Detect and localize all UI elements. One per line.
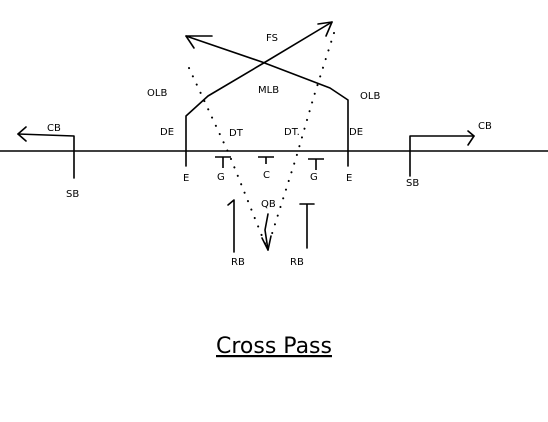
right-sb-arrowhead xyxy=(467,130,475,146)
label-de-right: DE xyxy=(349,127,363,138)
label-sb-right: SB xyxy=(406,178,419,189)
label-qb: QB xyxy=(261,199,276,210)
label-mlb: MLB xyxy=(258,85,279,96)
label-de-left: DE xyxy=(160,127,174,138)
label-g-left: G xyxy=(217,172,225,183)
right-sb-route xyxy=(409,135,475,177)
left-end-arrowhead xyxy=(317,21,333,37)
diagram-title: Cross Pass xyxy=(216,334,332,359)
label-olb-right: OLB xyxy=(360,91,380,102)
right-dotted-read-route xyxy=(269,32,335,241)
label-rb-right: RB xyxy=(290,257,304,268)
label-cb-right: CB xyxy=(478,121,492,132)
left-rb-block-route xyxy=(227,199,235,253)
left-guard-block xyxy=(215,156,231,168)
label-g-right: G xyxy=(310,172,318,183)
label-e-right: E xyxy=(346,173,352,184)
right-rb-block-route xyxy=(299,203,315,249)
label-rb-left: RB xyxy=(231,257,245,268)
left-sb-arrowhead xyxy=(17,126,27,142)
right-end-cross-route xyxy=(185,35,349,167)
left-sb-route xyxy=(17,133,75,179)
label-sb-left: SB xyxy=(66,189,79,200)
qb-dropback-route xyxy=(264,213,269,251)
center-block xyxy=(258,156,274,164)
qb-dropback-arrowhead xyxy=(261,235,272,251)
label-cb-left: CB xyxy=(47,123,61,134)
label-dt-right: DT. xyxy=(284,127,300,138)
label-c: C xyxy=(263,170,270,181)
left-end-cross-route xyxy=(185,21,333,167)
right-end-arrowhead xyxy=(185,35,195,49)
label-e-left: E xyxy=(183,173,189,184)
right-guard-block xyxy=(308,158,324,170)
label-dt-left: DT xyxy=(229,128,244,139)
label-olb-left: OLB xyxy=(147,88,167,99)
label-fs: FS xyxy=(266,33,278,44)
